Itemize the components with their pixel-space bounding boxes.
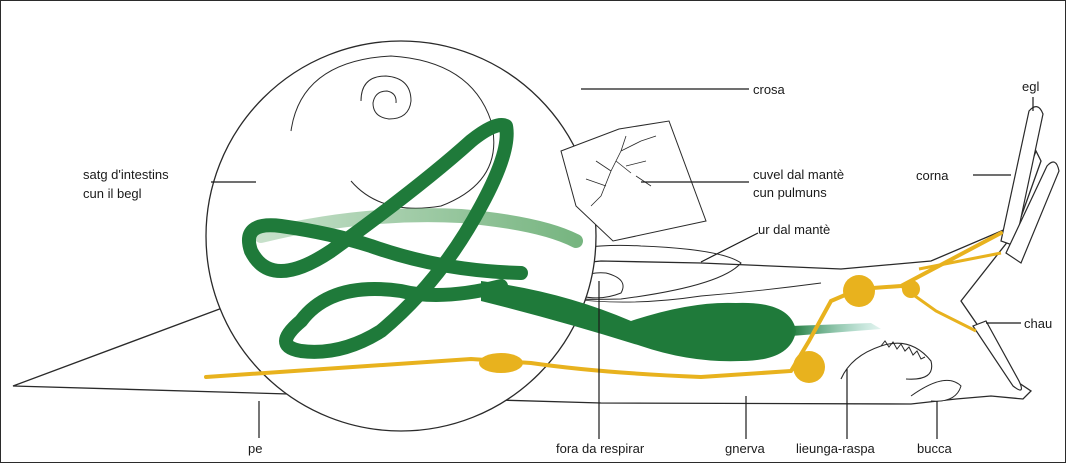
- nerve-ganglion-pedal: [793, 351, 825, 383]
- label-crosa: crosa: [753, 82, 786, 97]
- label-egl: egl: [1022, 79, 1039, 94]
- label-gnerva: gnerva: [725, 441, 766, 456]
- label-bucca: bucca: [917, 441, 952, 456]
- label-satg-line2: cun il begl: [83, 186, 142, 201]
- label-ur: ur dal mantè: [758, 222, 830, 237]
- nerve-ganglion-foot: [479, 353, 523, 373]
- label-pe: pe: [248, 441, 262, 456]
- nerve-ganglion-small: [902, 280, 920, 298]
- label-lieunga: lieunga-raspa: [796, 441, 876, 456]
- label-corna: corna: [916, 168, 949, 183]
- label-satg-line1: satg d'intestins: [83, 167, 169, 182]
- label-cuvel-line2: cun pulmuns: [753, 185, 827, 200]
- label-cuvel-line1: cuvel dal mantè: [753, 167, 844, 182]
- label-chau: chau: [1024, 316, 1052, 331]
- nerve-ganglion-cerebral: [843, 275, 875, 307]
- label-fora: fora da respirar: [556, 441, 645, 456]
